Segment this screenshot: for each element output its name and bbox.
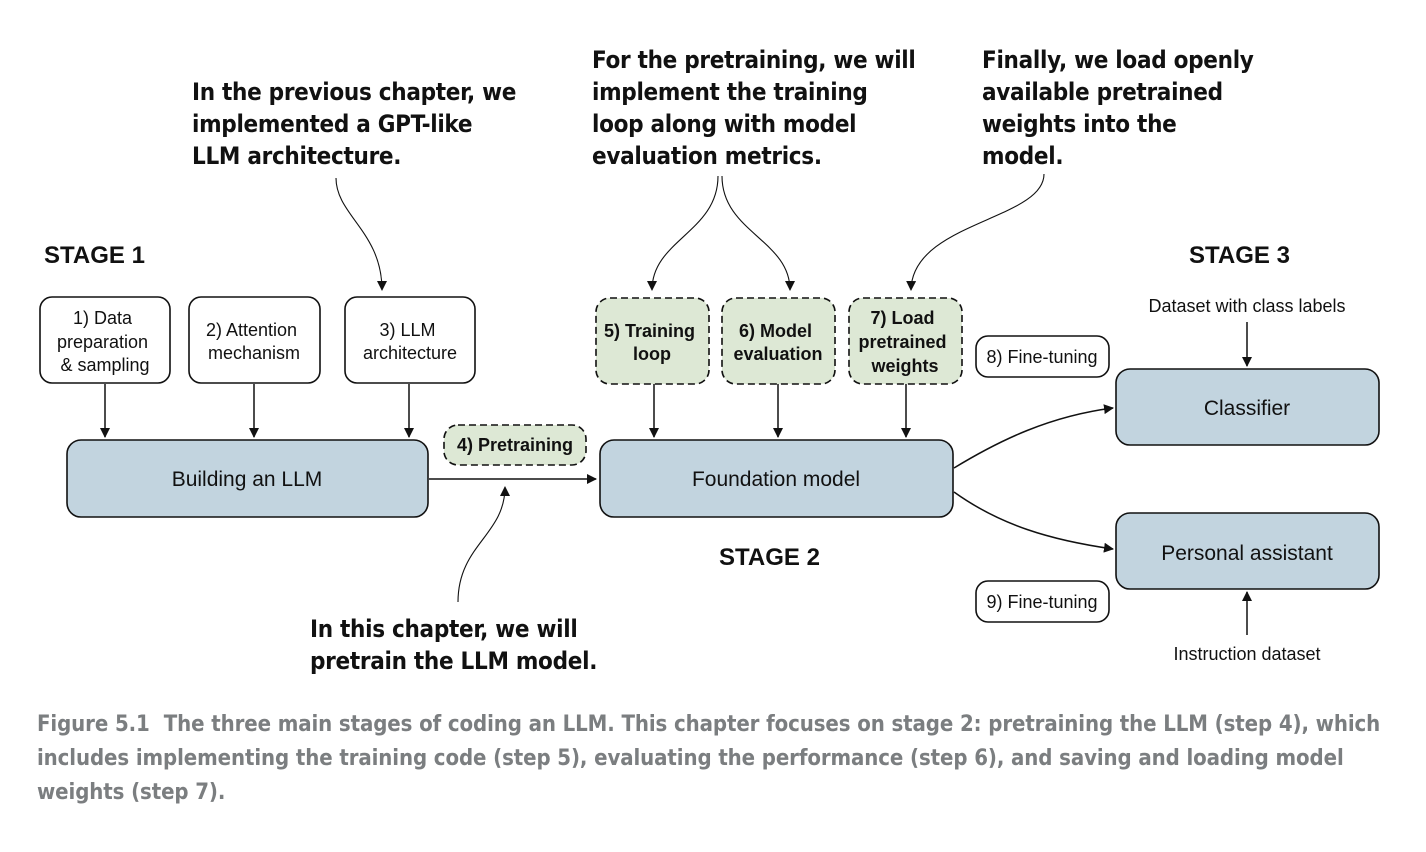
classifier-box: Classifier [1115, 368, 1380, 446]
svg-text:6) Model evaluation: 6) Model evaluation [733, 321, 822, 364]
callout-arrow-to-llm-architecture [335, 177, 387, 291]
figure-caption-text: The three main stages of coding an LLM. … [37, 712, 1381, 805]
annotation-this-chapter: In this chapter, we will pretrain the LL… [310, 615, 597, 675]
svg-text:1) Data preparation: 1) Data preparation & sampling [57, 308, 153, 375]
instruction-dataset-label: Instruction dataset [1173, 644, 1320, 664]
annotation-previous-chapter: In the previous chapter, we implemented … [192, 78, 523, 170]
arrow-foundation-to-classifier [953, 404, 1114, 469]
svg-text:8) Fine-tuning: 8) Fine-tuning [986, 347, 1097, 367]
step-9-fine-tuning: 9) Fine-tuning [975, 580, 1110, 623]
figure-label: Figure 5.1 [37, 712, 150, 737]
stage-1-label: STAGE 1 [44, 242, 145, 269]
svg-text:5) Training loop: 5) Training loop [604, 321, 700, 364]
step-2-attention-mechanism: 2) Attention mechanism [188, 296, 321, 384]
foundation-model-box: Foundation model [599, 439, 954, 518]
svg-text:7) Load pretrained: 7) Load pretrained weights [858, 308, 951, 376]
svg-text:Classifier: Classifier [1204, 397, 1290, 420]
step-6-model-evaluation: 6) Model evaluation [721, 297, 836, 385]
callout-arrow-to-pretraining [457, 486, 510, 603]
annotation-pretraining-plan: For the pretraining, we will implement t… [592, 46, 923, 170]
annotation-load-weights: Finally, we load openly available pretra… [982, 46, 1261, 170]
svg-text:2) Attention mechanism: 2) Attention mechanism [206, 320, 302, 363]
step-5-training-loop: 5) Training loop [595, 297, 710, 385]
step-7-load-pretrained-weights: 7) Load pretrained weights [848, 297, 963, 385]
step-4-pretraining: 4) Pretraining [443, 424, 587, 466]
svg-text:Foundation model: Foundation model [692, 468, 860, 491]
svg-text:9) Fine-tuning: 9) Fine-tuning [986, 592, 1097, 612]
personal-assistant-box: Personal assistant [1115, 512, 1380, 590]
svg-text:Building an LLM: Building an LLM [172, 468, 323, 491]
svg-text:Personal assistant: Personal assistant [1161, 542, 1333, 565]
svg-text:4) Pretraining: 4) Pretraining [457, 435, 573, 455]
step-3-llm-architecture: 3) LLM architecture [344, 296, 476, 384]
callout-arrow-to-training-loop [647, 175, 719, 291]
dataset-class-labels-label: Dataset with class labels [1148, 296, 1345, 316]
arrow-foundation-to-assistant [953, 491, 1114, 553]
stage-3-label: STAGE 3 [1189, 242, 1290, 269]
building-an-llm-box: Building an LLM [66, 439, 429, 518]
step-8-fine-tuning: 8) Fine-tuning [975, 335, 1110, 378]
callout-arrow-to-model-evaluation [721, 175, 795, 291]
svg-text:3) LLM architecture: 3) LLM architecture [363, 320, 457, 363]
callout-arrow-to-load-weights [906, 173, 1045, 291]
stage-2-label: STAGE 2 [719, 544, 820, 571]
step-1-data-preparation: 1) Data preparation & sampling [39, 296, 171, 384]
